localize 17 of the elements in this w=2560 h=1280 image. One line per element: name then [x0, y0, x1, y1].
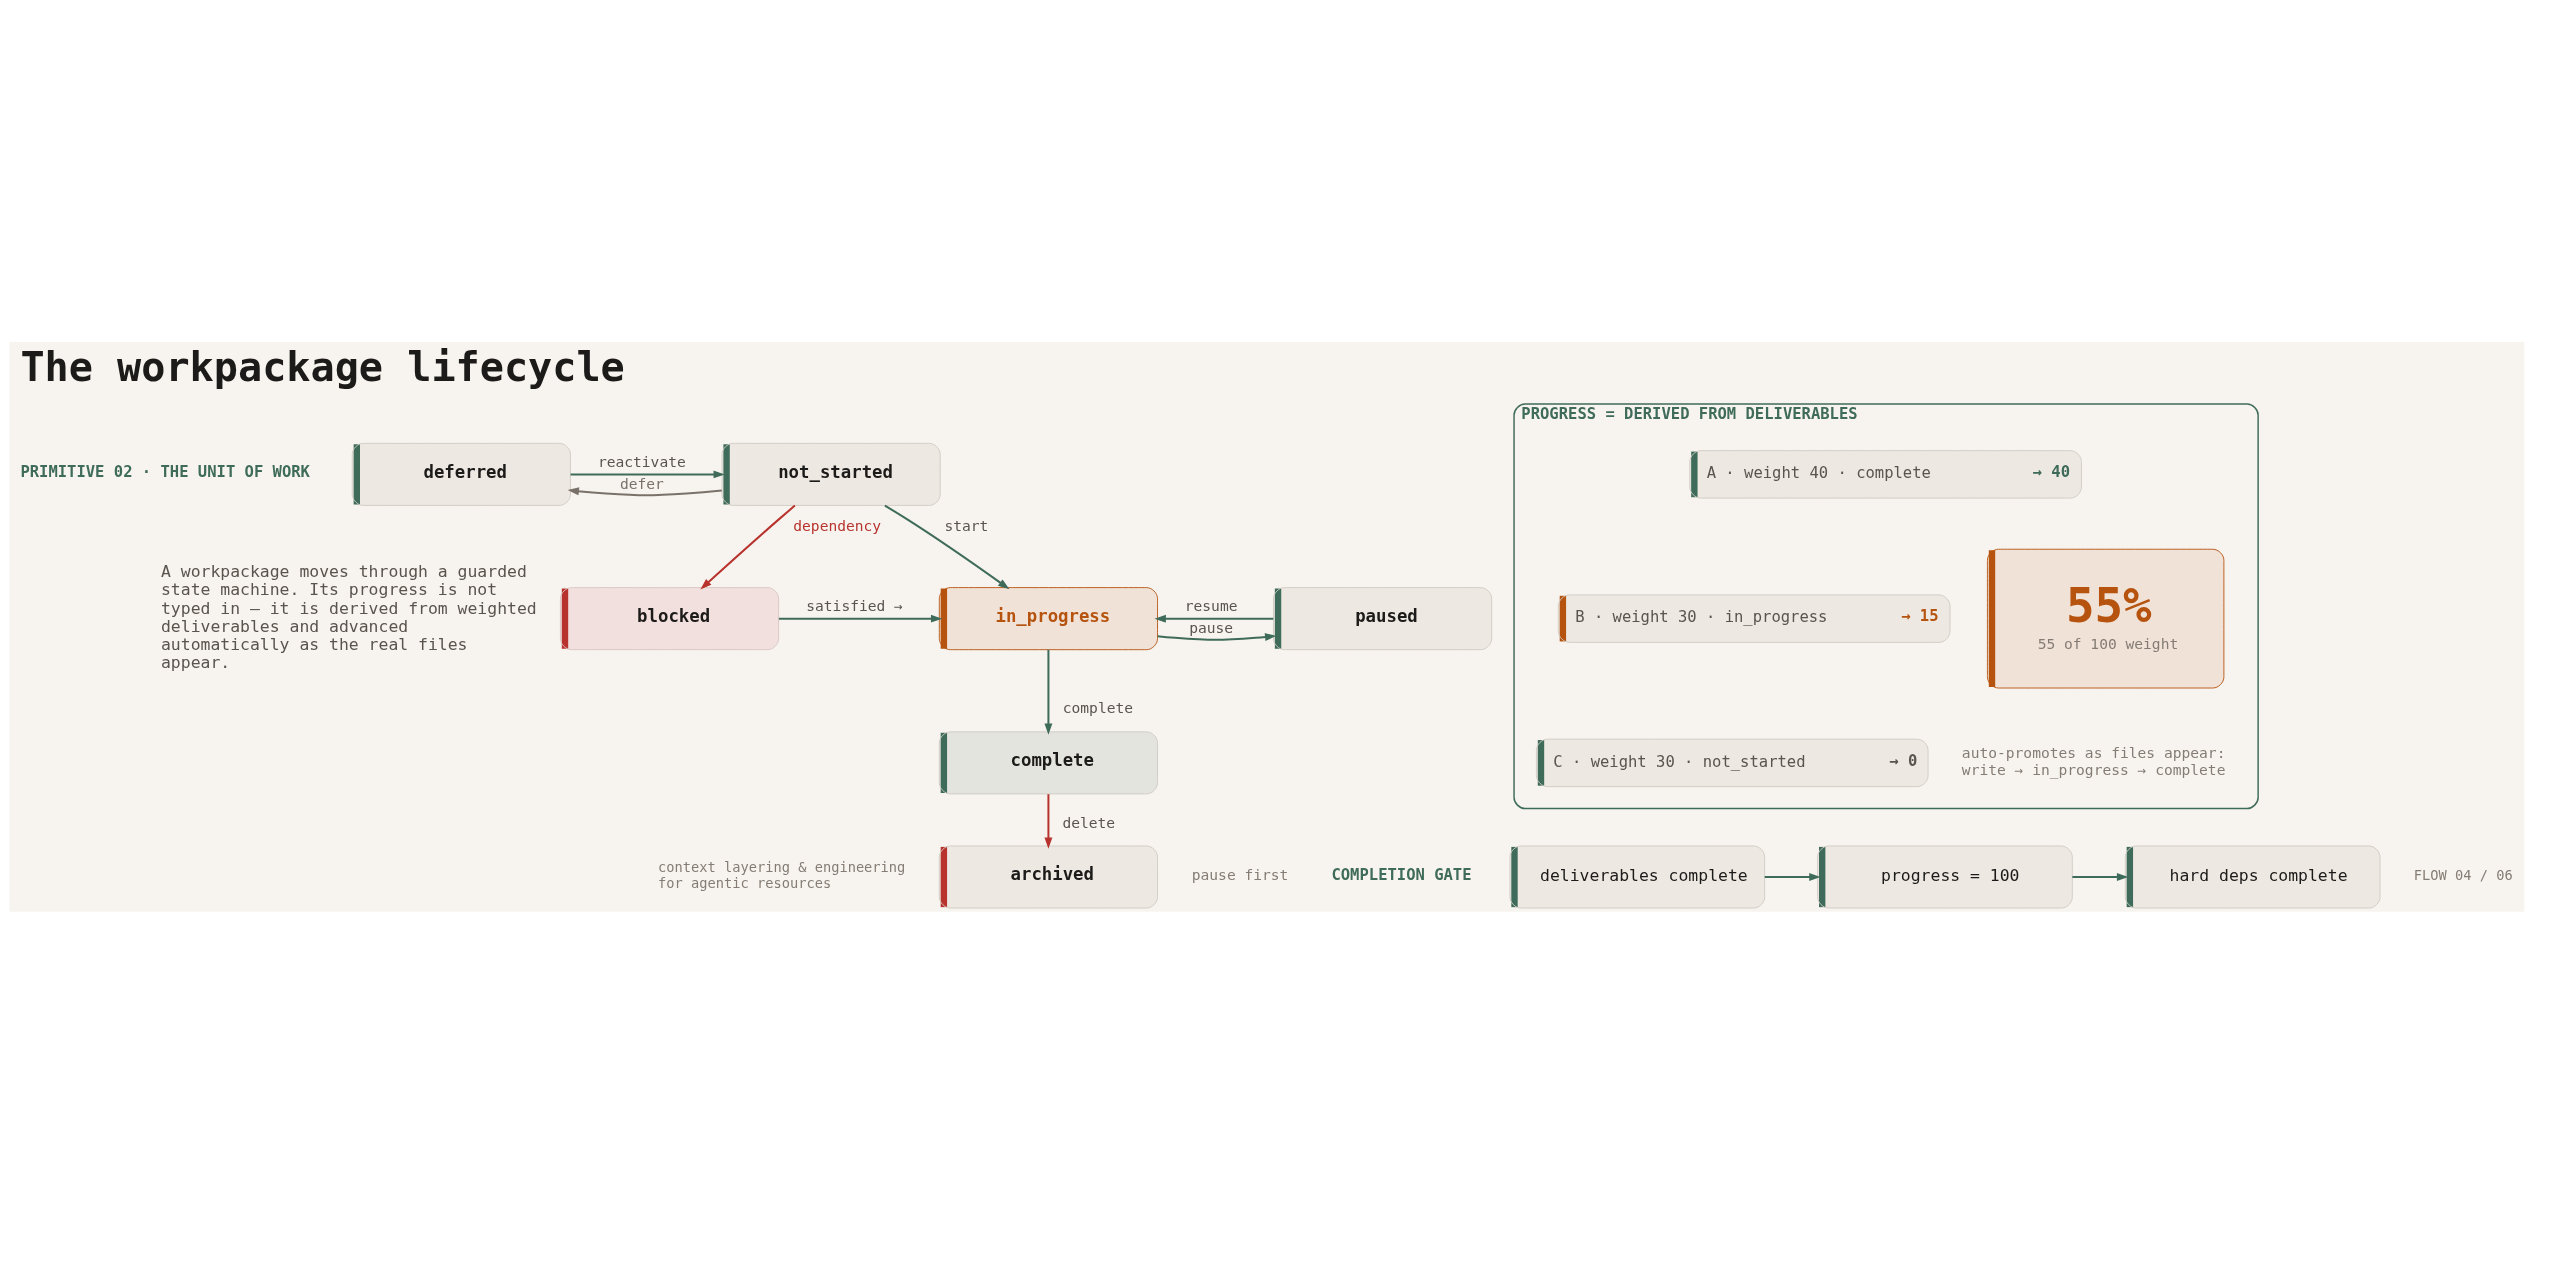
edge-label: dependency: [793, 516, 882, 534]
label: COMPLETION GATE: [1331, 865, 1472, 884]
edge-label: satisfied →: [806, 597, 903, 615]
edge-label: reactivate: [597, 452, 686, 470]
diagram-title: The workpackage lifecycle: [20, 343, 625, 390]
label: pause first: [1191, 866, 1289, 884]
label: PRIMITIVE 02 · THE UNIT OF WORK: [20, 463, 310, 482]
edge-label: delete: [1062, 813, 1116, 831]
label: A workpackage moves through a guarded state machine. Its progress is not typed in — it is derived from weighted deliverables and advanced automatically as the real files appear.: [160, 562, 537, 673]
label: FLOW 04 / 06: [2413, 867, 2513, 884]
label: auto-promotes as files appear: write → in_progress → complete: [1961, 744, 2226, 778]
edge-label: defer: [619, 474, 664, 492]
label: context layering & engineering for agentic resources: [658, 859, 906, 891]
edge-label: start: [944, 516, 989, 534]
edge-label: complete: [1062, 699, 1134, 717]
edge-label: resume: [1184, 597, 1238, 615]
edge-label: pause: [1189, 619, 1234, 637]
